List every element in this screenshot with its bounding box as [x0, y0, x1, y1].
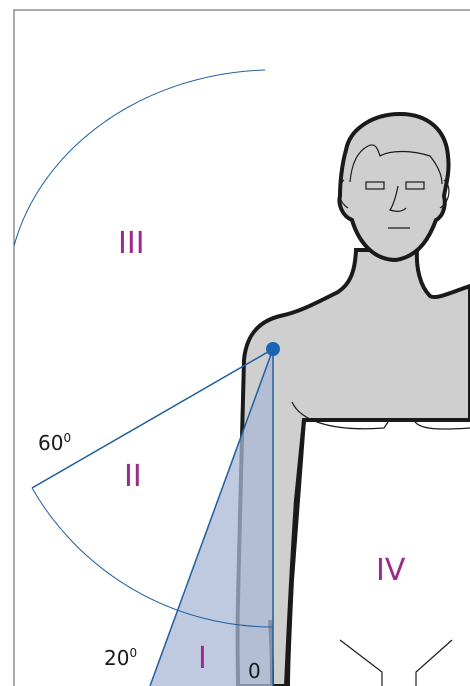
zone-2-label: II: [124, 459, 142, 494]
shoulder-joint-marker: [266, 342, 280, 356]
abdomen-left: [340, 640, 382, 686]
zone-3-label: III: [118, 226, 145, 261]
angle-60-degree: 0: [63, 431, 71, 445]
zone-1-label: I: [198, 641, 207, 676]
abdomen-right: [416, 640, 452, 686]
zone-4-label: IV: [376, 553, 406, 588]
angle-20-degree: 0: [129, 646, 137, 660]
arc-zone-3: [14, 70, 265, 246]
angle-0-label: 0: [248, 659, 261, 683]
angle-20-value: 20: [104, 646, 129, 670]
head-outline: [340, 114, 449, 260]
angle-20-label: 200: [104, 646, 137, 670]
angle-60-value: 60: [38, 431, 63, 455]
angle-sectors: [14, 70, 280, 686]
angle-60-label: 600: [38, 431, 71, 455]
